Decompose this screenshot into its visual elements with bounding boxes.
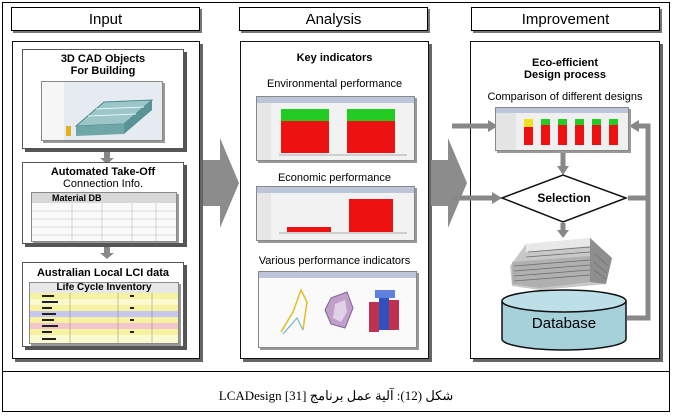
takeoff-panel: Automated Take-Off Connection Info. Mate…: [22, 162, 184, 244]
key-indicators-title: Key indicators: [296, 52, 373, 64]
various-performance-chart: [258, 271, 417, 348]
takeoff-title: Automated Take-Off: [50, 166, 156, 178]
lci-table: Life Cycle Inventory: [29, 282, 179, 344]
cad-model-image: [41, 81, 163, 141]
selection-label: Selection: [537, 191, 591, 205]
takeoff-subtitle: Connection Info.: [62, 178, 144, 190]
analysis-header: Analysis: [239, 7, 428, 31]
comparison-label: Comparison of different designs: [487, 91, 643, 103]
improvement-header: Improvement: [471, 7, 660, 31]
material-db-label: Material DB: [52, 193, 102, 203]
eco-efficient-title-2: Design process: [524, 69, 606, 81]
cad-title-line-1: 3D CAD Objects: [60, 53, 146, 65]
eco-performance-chart: [256, 186, 415, 241]
cad-title-line-2: For Building: [70, 65, 136, 77]
env-performance-chart: [256, 96, 415, 161]
caption-divider: [2, 371, 670, 372]
lci-table-title: Life Cycle Inventory: [56, 282, 152, 293]
eco-performance-label: Economic performance: [277, 172, 392, 184]
comparison-chart: [495, 107, 629, 151]
figure-frame: [2, 2, 670, 412]
env-performance-label: Environmental performance: [266, 78, 403, 90]
various-performance-label: Various performance indicators: [258, 255, 411, 267]
material-db-table: Material DB: [31, 192, 177, 242]
database-label: Database: [531, 315, 597, 332]
cad-objects-panel: 3D CAD Objects For Building: [22, 49, 184, 149]
lci-panel: Australian Local LCI data: [22, 262, 184, 347]
input-header: Input: [11, 7, 200, 31]
eco-efficient-title-1: Eco-efficient: [531, 57, 598, 69]
lci-title: Australian Local LCI data: [36, 267, 170, 279]
figure-caption: شكل (12): آلية عمل برنامج LCADesign [31]: [218, 388, 454, 403]
